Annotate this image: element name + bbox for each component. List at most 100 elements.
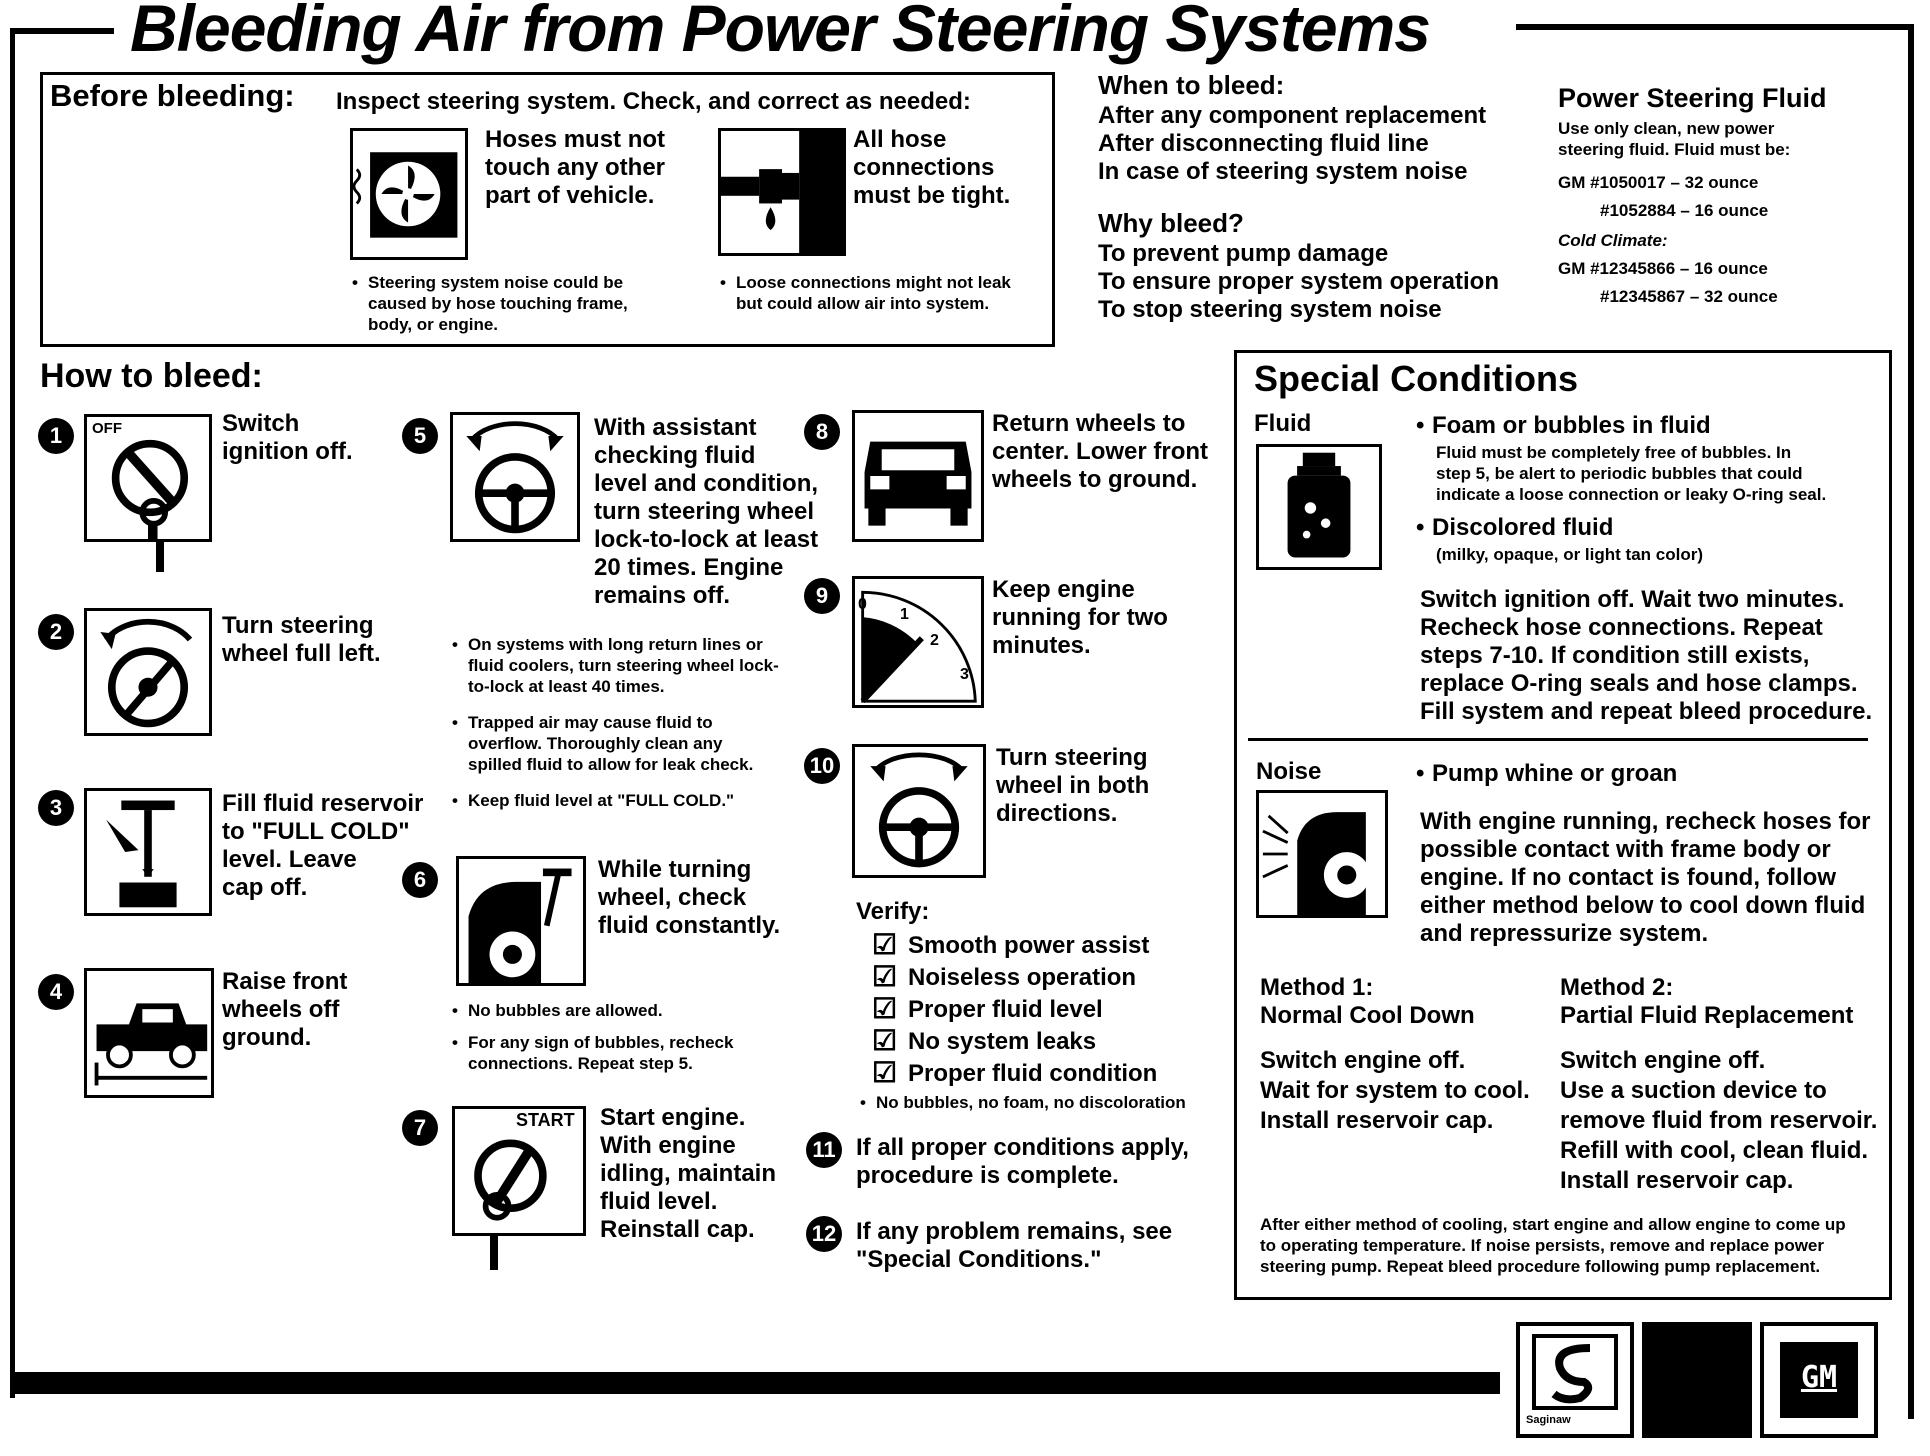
fluid-gm-2: #1052884 – 16 ounce <box>1600 201 1769 220</box>
step-8-number: 8 <box>804 414 840 450</box>
step-4-number: 4 <box>38 974 74 1010</box>
before-intro: Inspect steering system. Check, and corr… <box>336 88 971 115</box>
steering-wheel-left-icon <box>84 608 212 736</box>
step-5-number: 5 <box>402 418 438 454</box>
gauge-tick-2: 2 <box>930 632 939 649</box>
step-6-note-2: For any sign of bubbles, recheckconnecti… <box>452 1032 733 1074</box>
discolored-heading: Discolored fluid <box>1416 514 1613 542</box>
hose-engine-icon <box>350 128 468 260</box>
verify-heading: Verify: <box>856 898 930 925</box>
special-footer: After either method of cooling, start en… <box>1260 1215 1846 1276</box>
method-1-title: Method 1:Normal Cool Down <box>1260 974 1475 1029</box>
checkbox-checked-icon: ☑ <box>872 1057 898 1088</box>
gauge-tick-3: 3 <box>960 666 969 683</box>
start-key-stem <box>490 1234 498 1270</box>
how-heading: How to bleed: <box>40 357 263 395</box>
saginaw-logo: Saginaw <box>1516 1322 1634 1438</box>
fluid-gm-4: #12345867 – 32 ounce <box>1600 287 1778 306</box>
check-fluid-pump-icon <box>456 856 586 986</box>
before-heading: Before bleeding: <box>50 78 295 113</box>
fluid-gm-1: GM #1050017 – 32 ounce <box>1558 173 1759 192</box>
checkbox-checked-icon: ☑ <box>872 961 898 992</box>
special-conditions-box <box>1234 350 1892 1300</box>
step-9-number: 9 <box>804 578 840 614</box>
vehicle-front-icon <box>852 410 984 542</box>
fluid-info-heading: Power Steering Fluid <box>1558 83 1827 113</box>
why-heading: Why bleed? <box>1098 208 1244 238</box>
noise-pump-icon <box>1256 790 1388 918</box>
frame-left <box>10 28 15 1398</box>
foam-heading: Foam or bubbles in fluid <box>1416 412 1711 440</box>
whine-heading: Pump whine or groan <box>1416 760 1677 788</box>
ignition-start-icon <box>452 1106 586 1236</box>
fluid-cold-label: Cold Climate: <box>1558 231 1668 250</box>
fluid-label: Fluid <box>1254 410 1312 437</box>
checkbox-checked-icon: ☑ <box>872 929 898 960</box>
step-1-number: 1 <box>38 418 74 454</box>
step-12-text: If any problem remains, see"Special Cond… <box>856 1218 1173 1273</box>
method-1-text: Switch engine off.Wait for system to coo… <box>1260 1047 1530 1134</box>
gm-logo-square <box>1780 1342 1858 1418</box>
foam-text: Fluid must be completely free of bubbles… <box>1436 443 1827 504</box>
before-bleeding-box <box>40 72 1055 347</box>
raise-vehicle-icon <box>84 968 214 1098</box>
page-title: Bleeding Air from Power Steering Systems <box>130 0 1431 65</box>
fluid-reservoir-icon <box>1256 444 1382 570</box>
saginaw-caption: Saginaw <box>1526 1414 1571 1426</box>
step-7-number: 7 <box>402 1110 438 1146</box>
noise-label: Noise <box>1256 758 1322 785</box>
steering-wheel-turn-icon <box>852 744 986 878</box>
when-heading: When to bleed: <box>1098 70 1285 100</box>
frame-bottom <box>10 1372 1500 1394</box>
gauge-tick-1: 1 <box>900 606 909 623</box>
gm-logo-text: GM <box>1800 1360 1838 1395</box>
ignition-off-icon <box>84 414 212 542</box>
checkbox-checked-icon: ☑ <box>872 1025 898 1056</box>
step-12-number: 12 <box>806 1216 842 1252</box>
black-panel <box>1642 1322 1752 1438</box>
discolored-text: (milky, opaque, or light tan color) <box>1436 545 1703 564</box>
fill-reservoir-icon <box>84 788 212 916</box>
gauge-tick-0: 0 <box>858 596 867 613</box>
step-7-icon-label: START <box>516 1110 575 1130</box>
step-5-note-3: Keep fluid level at "FULL COLD." <box>452 790 734 811</box>
step-11-text: If all proper conditions apply,procedure… <box>856 1134 1189 1189</box>
fluid-action-text: Switch ignition off. Wait two minutes.Re… <box>1420 586 1873 725</box>
frame-right <box>1908 24 1914 1419</box>
special-heading: Special Conditions <box>1254 358 1579 399</box>
step-11-number: 11 <box>806 1132 842 1168</box>
checkbox-checked-icon: ☑ <box>872 993 898 1024</box>
hose-connection-icon <box>718 128 846 256</box>
step-3-number: 3 <box>38 790 74 826</box>
step-1-icon-label: OFF <box>92 420 122 437</box>
method-2-title: Method 2:Partial Fluid Replacement <box>1560 974 1854 1029</box>
step-6-number: 6 <box>402 862 438 898</box>
steering-wheel-both-icon <box>450 412 580 542</box>
key-stem <box>156 542 164 572</box>
frame-top-left <box>14 28 114 34</box>
verify-note: No bubbles, no foam, no discoloration <box>860 1092 1186 1113</box>
section-divider <box>1248 738 1868 741</box>
step-2-number: 2 <box>38 614 74 650</box>
step-5-note-2: Trapped air may cause fluid tooverflow. … <box>452 712 753 775</box>
timer-gauge-icon <box>852 576 984 708</box>
step-10-number: 10 <box>804 748 840 784</box>
method-2-text: Switch engine off.Use a suction device t… <box>1560 1047 1878 1194</box>
